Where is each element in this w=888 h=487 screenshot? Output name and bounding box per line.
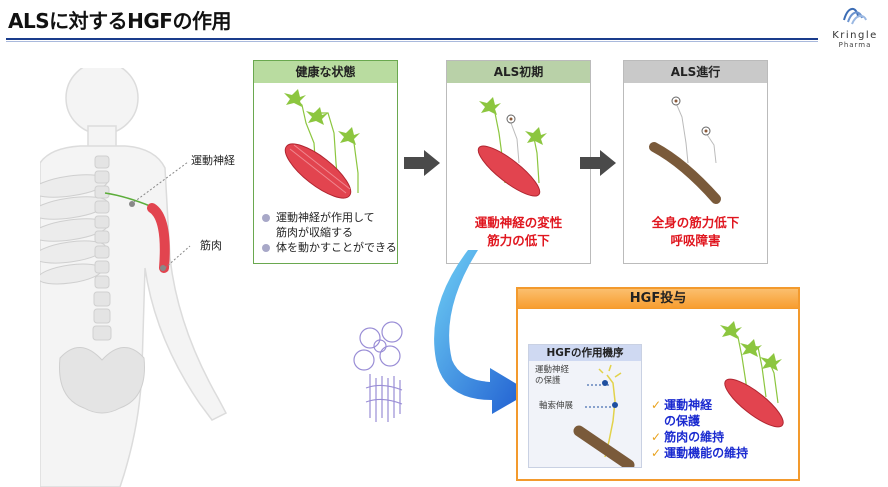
mechanism-heading: HGFの作用機序 — [529, 345, 641, 361]
arrow-right-icon — [404, 150, 440, 176]
title-underline-thin — [6, 41, 818, 42]
check-icon: ✓ — [651, 398, 662, 412]
effect-item-nerve-protection: ✓運動神経の保護 — [651, 398, 713, 428]
healthy-bullet-2: 体を動かすことができる — [262, 240, 397, 255]
human-body-illustration — [40, 68, 228, 487]
mechanism-label-protection: 運動神経の保護 — [535, 365, 570, 386]
healthy-bullets: 運動神経が作用して筋肉が収縮する 体を動かすことができる — [262, 210, 397, 255]
kringle-wave-icon — [843, 8, 867, 25]
effect-item-motor-function: ✓運動機能の維持 — [651, 446, 749, 460]
hgf-molecule-icon — [353, 321, 403, 422]
healthy-bullet-1: 運動神経が作用して筋肉が収縮する — [262, 210, 397, 240]
early-als-note: 運動神経の変性筋力の低下 — [474, 215, 563, 248]
callout-motor-nerve: 運動神経 — [191, 154, 235, 167]
hgf-mechanism-box: HGFの作用機序 運動神経の保護 軸索伸展 — [528, 344, 642, 468]
curved-arrow-icon — [434, 250, 530, 414]
hgf-neuron-muscle-illustration — [720, 321, 784, 428]
callout-muscle: 筋肉 — [200, 239, 222, 252]
advanced-als-illustration — [649, 96, 721, 204]
panel-healthy: 健康な状態 運動神経が作用して筋肉が収縮する 体を動かすことができる — [253, 60, 398, 264]
logo-word: Kringle — [832, 30, 878, 41]
panel-early-heading: ALS初期 — [447, 61, 590, 83]
healthy-neuron-muscle-illustration — [284, 89, 360, 199]
panel-early-als: ALS初期 運動神経の変性筋力の低下 — [446, 60, 591, 264]
company-logo: Kringle Pharma — [826, 2, 884, 50]
logo-subword: Pharma — [838, 41, 872, 49]
mechanism-illustration — [573, 364, 635, 467]
page-title: ALSに対するHGFの作用 — [8, 9, 231, 33]
panel-hgf-administration: HGF投与 HGFの作用機序 運動神経の保護 軸索伸展 — [516, 287, 800, 481]
hgf-effects-list: ✓運動神経の保護 ✓筋肉の維持 ✓運動機能の維持 — [651, 397, 748, 461]
panel-advanced-als: ALS進行 全身の筋力低下呼吸障害 — [623, 60, 768, 264]
check-icon: ✓ — [651, 430, 662, 444]
early-als-illustration — [477, 97, 547, 197]
effect-item-muscle: ✓筋肉の維持 — [651, 430, 725, 444]
panel-healthy-heading: 健康な状態 — [254, 61, 397, 83]
title-underline — [6, 38, 818, 40]
hgf-heading: HGF投与 — [518, 289, 798, 309]
advanced-als-note: 全身の筋力低下呼吸障害 — [651, 215, 740, 248]
arrow-right-icon — [580, 150, 616, 176]
mechanism-label-axon: 軸索伸展 — [539, 401, 574, 411]
panel-advanced-heading: ALS進行 — [624, 61, 767, 83]
check-icon: ✓ — [651, 446, 662, 460]
